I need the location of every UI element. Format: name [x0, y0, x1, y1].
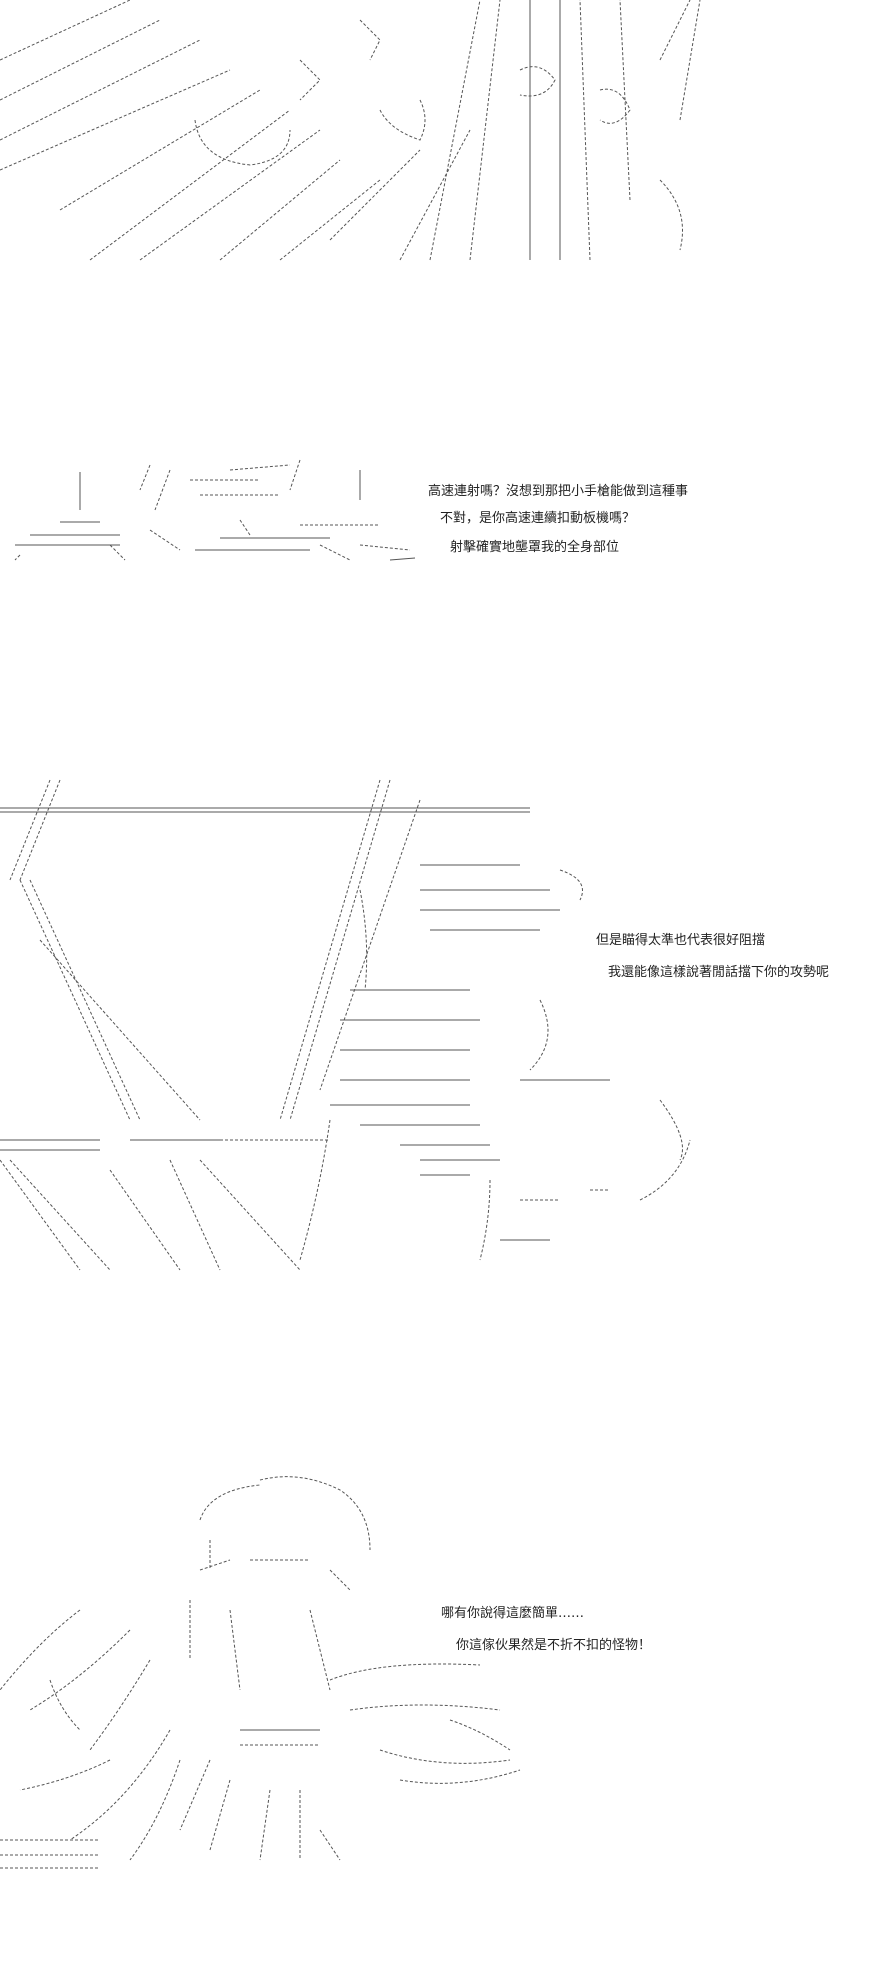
cloaked-figure-ascii-art	[0, 1476, 521, 1869]
dialogue-line: 射擊確實地壟罩我的全身部位	[450, 540, 620, 555]
speed-lines-burst-art	[0, 0, 701, 261]
girder-ascii-art	[0, 779, 691, 1271]
dialogue-line: 你這傢伙果然是不折不扣的怪物！	[456, 1638, 652, 1653]
panel-4: 哪有你說得這麼簡單…… 你這傢伙果然是不折不扣的怪物！	[0, 1460, 885, 1880]
dialogue-line: 我還能像這樣說著閒話擋下你的攻勢呢	[608, 965, 830, 980]
dialogue-line: 但是瞄得太準也代表很好阻擋	[596, 933, 766, 948]
dialogue-line: 哪有你說得這麼簡單……	[441, 1606, 585, 1621]
panel-2: 高速連射嗎？沒想到那把小手槍能做到這種事 不對，是你高速連續扣動板機嗎？ 射擊確…	[0, 450, 885, 590]
gunman-ascii-art	[14, 459, 416, 561]
dialogue-line: 不對，是你高速連續扣動板機嗎？	[440, 511, 636, 526]
dialogue-line: 高速連射嗎？沒想到那把小手槍能做到這種事	[428, 484, 689, 499]
panel-3: 但是瞄得太準也代表很好阻擋 我還能像這樣說著閒話擋下你的攻勢呢	[0, 760, 885, 1290]
panel-1	[0, 0, 885, 270]
